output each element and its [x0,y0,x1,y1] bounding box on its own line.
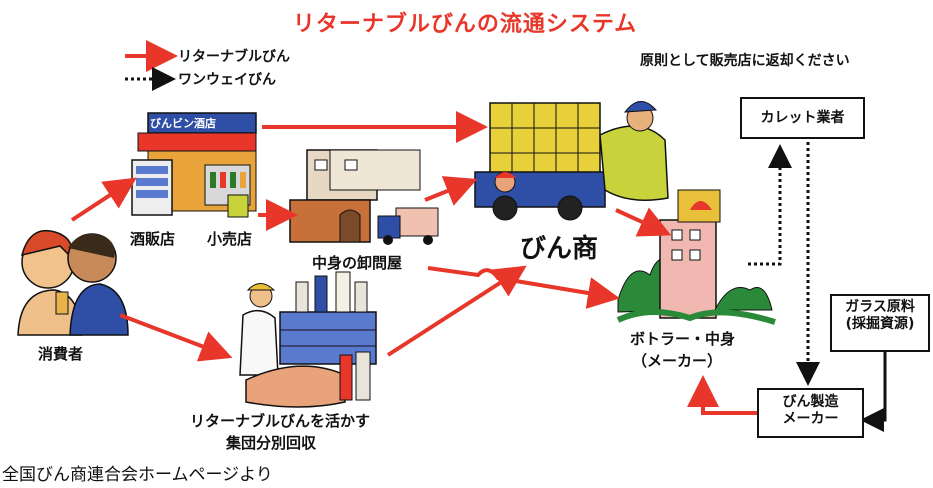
box-cullet: カレット業者 [740,97,865,139]
page-title: リターナブルびんの流通システム [292,12,638,37]
label-bottler-line2: （メーカー） [632,352,723,370]
arrow-dealer-to-bottler [615,207,672,237]
arrow-consumer-to-collection [119,313,233,362]
label-liquor-store: 酒販店 [130,230,176,248]
box-glass-material: ガラス原料 (採掘資源) [830,294,930,352]
arrow-maker-to-bottler [687,375,757,415]
label-collection-line2: 集団分別回収 [226,434,317,452]
box-glass-line2: (採掘資源) [845,316,915,332]
label-bottle-dealer: びん商 [520,234,599,264]
box-bottle-maker: びん製造 メーカー [757,388,864,438]
legend-returnable-label: リターナブルびん [178,49,290,65]
bottle-dealer-illustration [474,101,669,221]
box-maker-line1: びん製造 [782,394,839,410]
shop-illustration [131,112,257,218]
shop-sign: びんビン酒店 [150,117,216,130]
label-collection-line1: リターナブルびんを活かす [190,412,371,430]
arrow-consumer-to-shop [70,177,137,222]
wholesaler-illustration [289,149,439,245]
source-caption: 全国びん商連合会ホームページより [2,465,273,485]
consumer-illustration [17,230,129,336]
arrow-bottler-to-cullet [748,144,792,266]
arrow-collection-to-dealer [386,265,527,357]
legend-oneway-label: ワンウェイびん [178,72,276,88]
box-maker-line2: メーカー [782,411,839,427]
bottler-illustration [616,189,776,325]
arrow-glass-to-maker [860,352,887,432]
box-glass-line1: ガラス原料 [845,299,915,315]
return-note: 原則として販売店に返却ください [640,53,850,69]
label-wholesaler: 中身の卸問屋 [312,254,403,272]
arrow-wholesaler-to-dealer [424,176,478,206]
label-retail-store: 小売店 [207,230,253,248]
label-consumer: 消費者 [38,345,84,363]
box-cullet-label: カレット業者 [760,110,845,126]
collection-illustration [239,271,377,408]
label-bottler-line1: ボトラー・中身 [630,330,736,348]
